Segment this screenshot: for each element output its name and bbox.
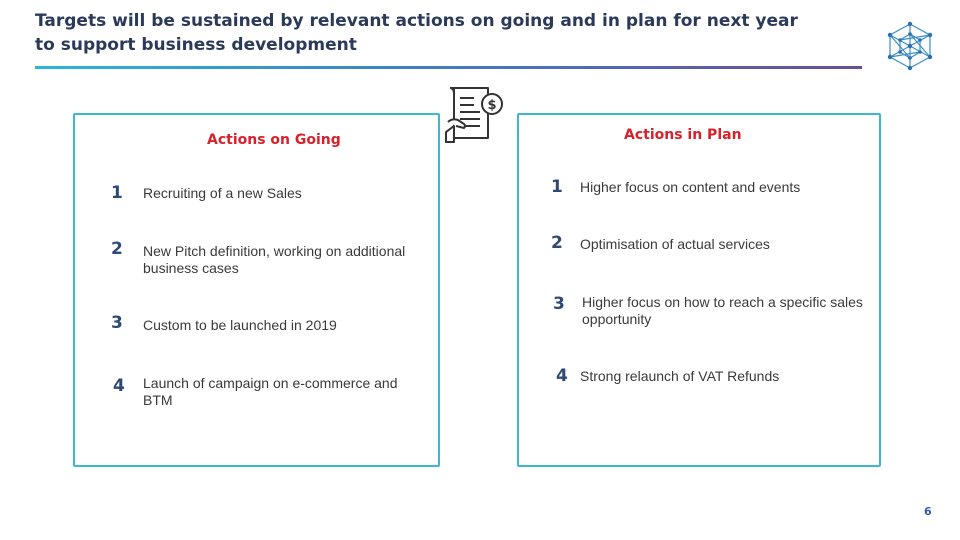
right-item-1-number: 1 [551, 177, 563, 197]
left-item-2-number: 2 [111, 239, 123, 259]
left-item-2-text: New Pitch definition, working on additio… [143, 243, 405, 277]
left-item-4-text: Launch of campaign on e-commerce and BTM [143, 375, 397, 409]
left-item-2-line-2: business cases [143, 260, 239, 276]
left-item-4-line-2: BTM [143, 392, 173, 408]
actions-on-going-heading: Actions on Going [207, 132, 341, 148]
actions-on-going-panel [73, 113, 440, 467]
right-item-4-text: Strong relaunch of VAT Refunds [580, 368, 780, 384]
right-item-2-text: Optimisation of actual services [580, 236, 770, 252]
left-item-3-text: Custom to be launched in 2019 [143, 317, 337, 333]
right-item-3-text: Higher focus on how to reach a specific … [582, 294, 863, 328]
title-line-2: to support business development [35, 35, 357, 55]
right-item-1-text: Higher focus on content and events [580, 179, 801, 195]
left-item-4-line-1: Launch of campaign on e-commerce and [143, 375, 398, 391]
right-item-3-number: 3 [553, 294, 565, 314]
page-number: 6 [924, 505, 932, 518]
left-item-2-line-1: New Pitch definition, working on additio… [143, 243, 406, 259]
left-item-1-text: Recruiting of a new Sales [143, 185, 302, 201]
left-item-1-number: 1 [111, 183, 123, 203]
left-item-3-number: 3 [111, 313, 123, 333]
svg-text:$: $ [487, 98, 496, 113]
invoice-dollar-icon: $ [440, 82, 508, 148]
title-divider [35, 66, 862, 69]
title-line-1: Targets will be sustained by relevant ac… [35, 11, 798, 31]
right-item-4-number: 4 [556, 366, 568, 386]
actions-in-plan-heading: Actions in Plan [624, 127, 742, 143]
right-item-3-line-1: Higher focus on how to reach a specific … [582, 294, 863, 310]
actions-in-plan-panel [517, 113, 881, 467]
slide-title: Targets will be sustained by relevant ac… [35, 9, 875, 57]
left-item-4-number: 4 [113, 376, 125, 396]
right-item-2-number: 2 [551, 233, 563, 253]
right-item-3-line-2: opportunity [582, 311, 652, 327]
network-logo-icon [887, 21, 933, 71]
